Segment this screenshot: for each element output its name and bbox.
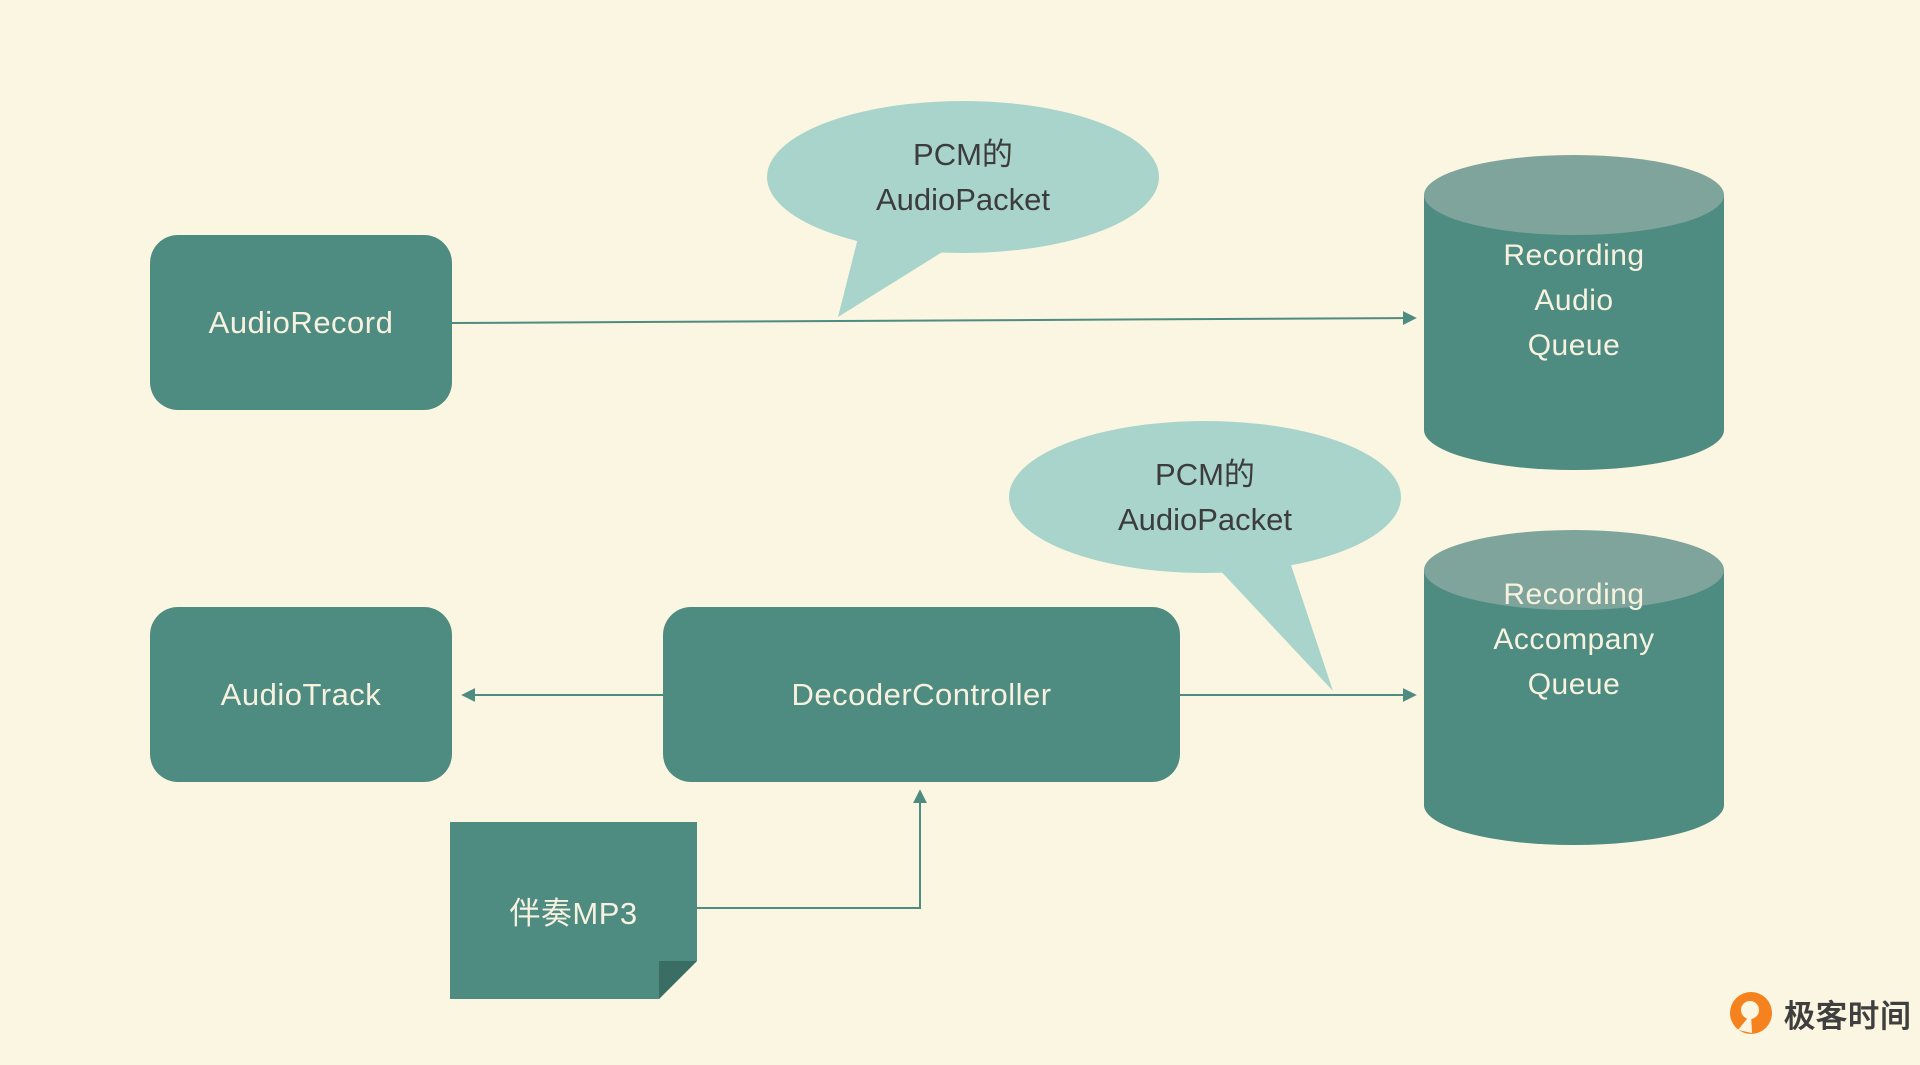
recording-audio-queue-cylinder [1424,155,1724,470]
accompany-mp3-note: 伴奏MP3 [450,822,697,999]
recording-accompany-queue-label: Recording Accompany Queue [1493,578,1655,701]
pcm-audiopacket-callout-bottom: PCM的 AudioPacket [1117,457,1293,537]
recording-audio-queue-label: Recording Audio Queue [1503,239,1645,362]
speech-bubble-bottom [1009,421,1401,691]
arrow-audiorecord-to-audio-queue [451,311,1417,326]
audio-record-label: AudioRecord [208,304,394,340]
arrow-mp3-to-decoder [697,789,927,909]
geektime-logo: 极客时间 [1728,990,1912,1036]
audio-track-label: AudioTrack [220,676,382,712]
audio-track-node: AudioTrack [150,607,452,782]
recording-accompany-queue-cylinder [1424,530,1724,845]
pcm-audiopacket-callout-top: PCM的 AudioPacket [875,137,1051,217]
speech-bubble-top [767,101,1159,317]
audio-record-node: AudioRecord [150,235,452,410]
geektime-logo-icon [1730,992,1772,1034]
geektime-logo-text: 极客时间 [1784,998,1912,1034]
decoder-controller-node: DecoderController [663,607,1180,782]
decoder-controller-label: DecoderController [791,676,1052,712]
accompany-mp3-label: 伴奏MP3 [509,896,638,931]
